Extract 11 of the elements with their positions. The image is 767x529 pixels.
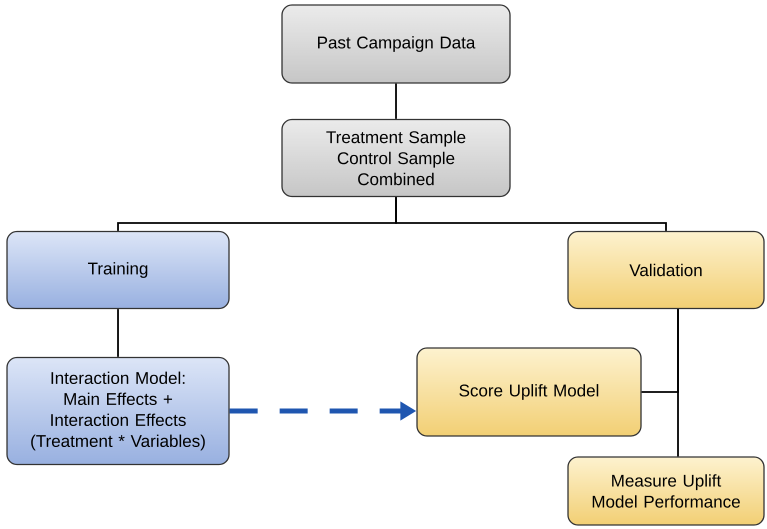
connector-line [677,309,679,456]
connector-line [117,309,119,357]
connector-line [395,197,667,231]
process-box: Measure Uplift Model Performance [567,456,765,526]
process-box: Interaction Model: Main Effects + Interaction Effects (Treatment * Variables) [6,356,230,466]
process-box: Score Uplift Model [416,347,642,437]
process-box: Treatment Sample Control Sample Combined [281,118,511,198]
process-box: Past Campaign Data [281,4,511,84]
connector-line [395,84,397,119]
process-box: Validation [567,230,765,310]
process-box: Training [6,230,230,310]
